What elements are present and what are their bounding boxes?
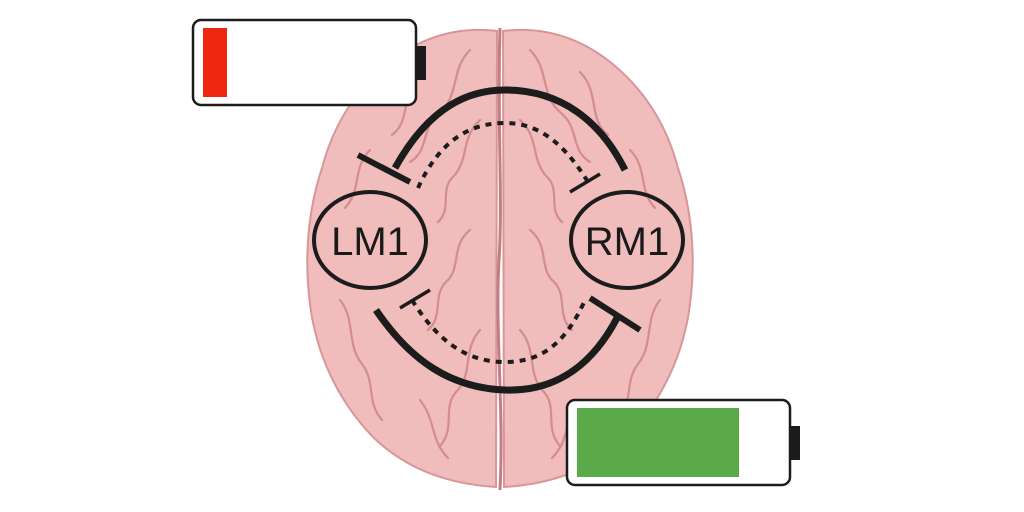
node-right-label: RM1 (585, 220, 669, 264)
top-solid-inhibitory-bar (356, 152, 412, 185)
bottom-dotted-inhibitory-bar (399, 288, 431, 310)
node-left: LM1 (312, 190, 428, 290)
node-left-circle (312, 190, 428, 290)
node-left-label: LM1 (331, 220, 409, 264)
battery-top-left-terminal (416, 46, 426, 80)
top-dotted-inhibitory-bar (569, 172, 601, 194)
bottom-dotted-arc (410, 298, 587, 365)
top-dotted-arc (416, 120, 590, 189)
bottom-solid-arc (373, 308, 621, 394)
longitudinal-fissure (496, 27, 503, 491)
battery-top-left-level (203, 28, 227, 97)
battery-bottom-right-level (577, 408, 739, 477)
battery-top-left (191, 18, 426, 107)
top-solid-arc (391, 86, 629, 172)
bottom-solid-inhibitory-bar (588, 295, 642, 333)
node-right-circle (569, 190, 685, 290)
connections (356, 86, 642, 394)
battery-bottom-right (565, 398, 800, 487)
battery-bottom-right-terminal (790, 426, 800, 460)
node-right: RM1 (569, 190, 685, 290)
